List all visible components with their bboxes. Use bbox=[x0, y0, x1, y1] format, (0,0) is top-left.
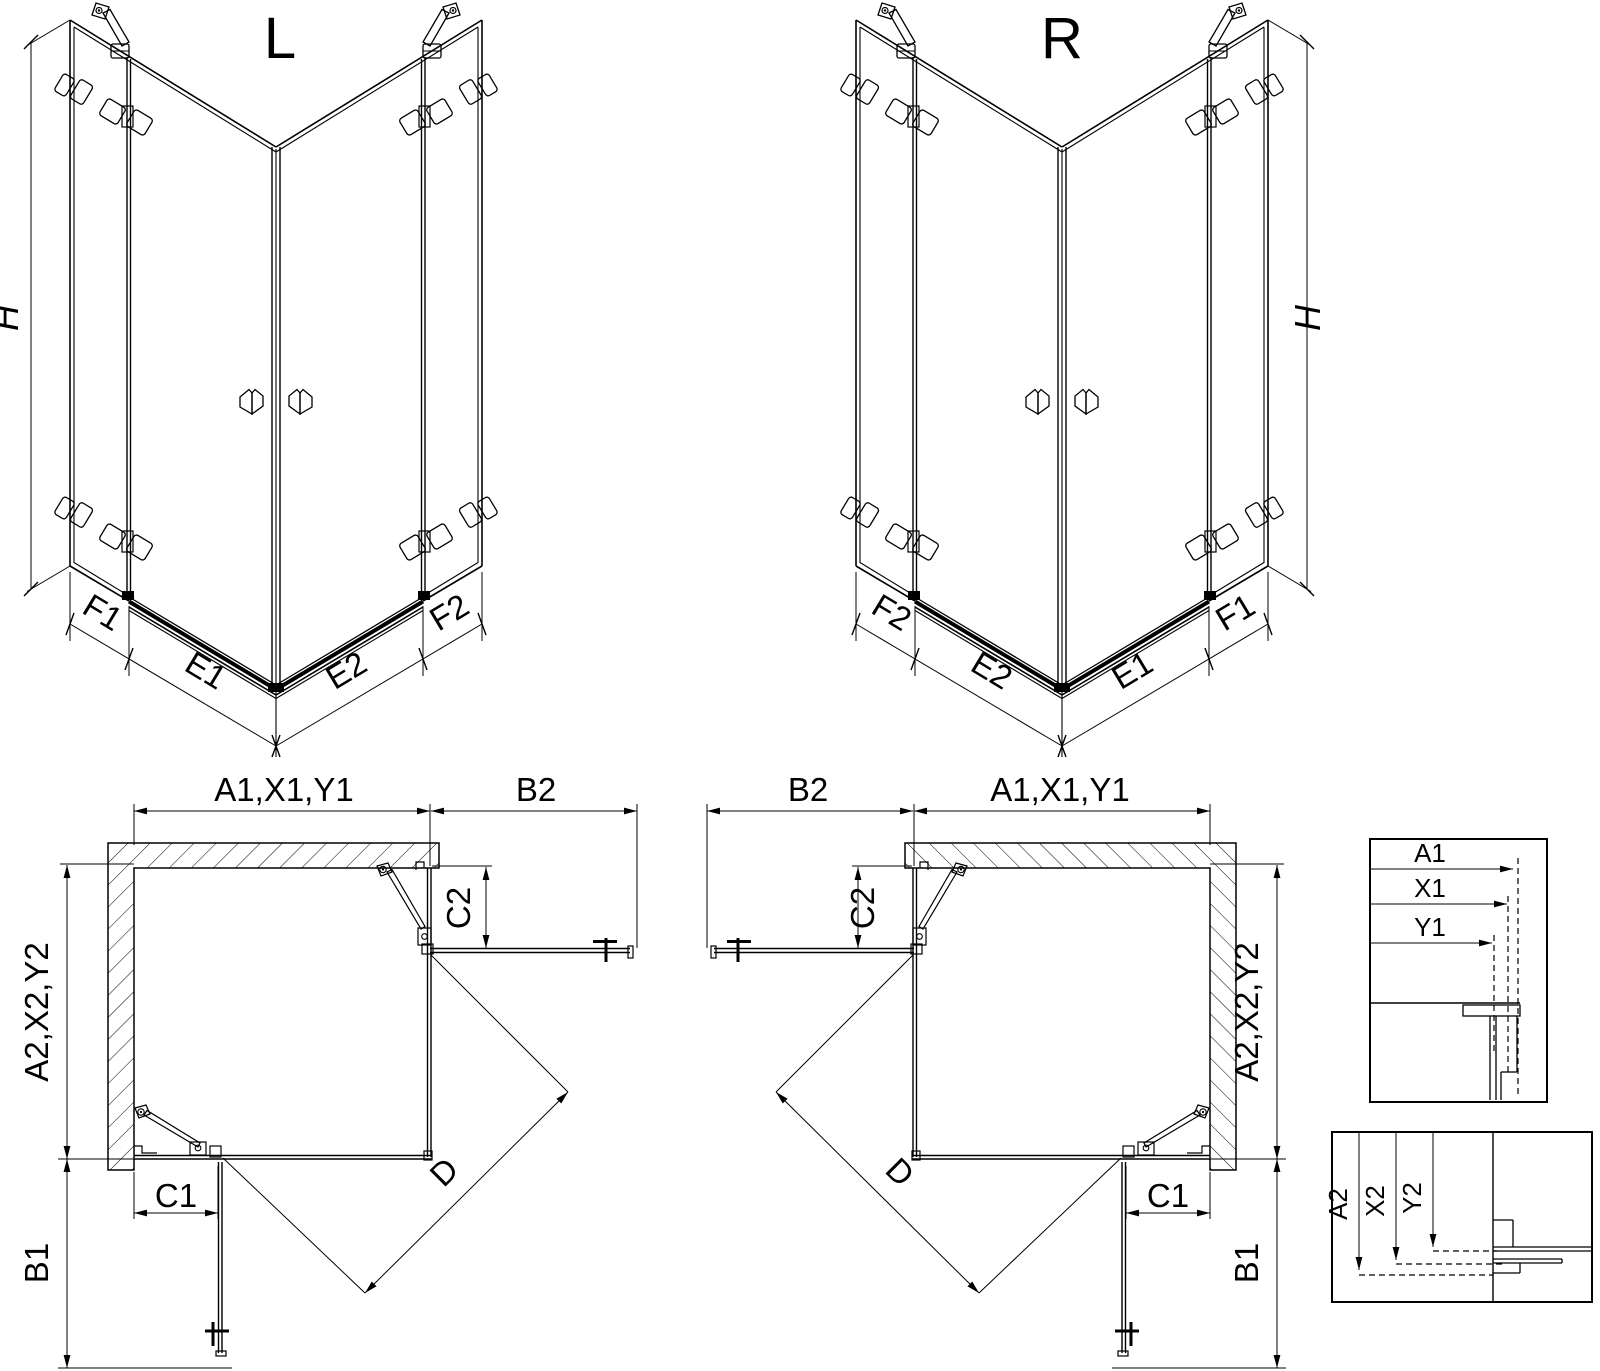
detail-a2: A2 bbox=[1323, 1188, 1353, 1220]
dim-c2: C2 bbox=[440, 887, 477, 929]
dim-h: H bbox=[1287, 304, 1328, 331]
dim-a1x1y1: A1,X1,Y1 bbox=[214, 771, 353, 808]
detail-x1: X1 bbox=[1414, 873, 1446, 903]
detail-x2: X2 bbox=[1360, 1185, 1390, 1217]
dim-c1: C1 bbox=[1147, 1177, 1189, 1214]
dim-c2: C2 bbox=[844, 887, 881, 929]
dim-a1x1y1: A1,X1,Y1 bbox=[990, 771, 1129, 808]
detail-box-bottom: A2 X2 Y2 bbox=[1323, 1131, 1593, 1303]
detail-y2: Y2 bbox=[1397, 1182, 1427, 1214]
dim-b1: B1 bbox=[18, 1243, 55, 1283]
view-title: L bbox=[264, 6, 296, 71]
detail-a1: A1 bbox=[1414, 838, 1446, 868]
plan-view-right: A1,X1,Y1 B2 C2 A2,X2,Y2 C1 B1 D bbox=[707, 771, 1286, 1368]
view-title: R bbox=[1041, 6, 1083, 71]
dim-a2x2y2: A2,X2,Y2 bbox=[18, 942, 55, 1081]
dim-a2x2y2: A2,X2,Y2 bbox=[1228, 942, 1265, 1081]
dim-b2: B2 bbox=[516, 771, 556, 808]
plan-view-left: A1,X1,Y1 B2 C2 A2,X2,Y2 C1 B1 D bbox=[18, 771, 637, 1368]
dim-b2: B2 bbox=[788, 771, 828, 808]
detail-box-top: A1 X1 Y1 bbox=[1369, 838, 1548, 1103]
dim-c1: C1 bbox=[155, 1177, 197, 1214]
dim-h: H bbox=[0, 304, 26, 331]
dim-b1: B1 bbox=[1228, 1243, 1265, 1283]
detail-y1: Y1 bbox=[1414, 912, 1446, 942]
